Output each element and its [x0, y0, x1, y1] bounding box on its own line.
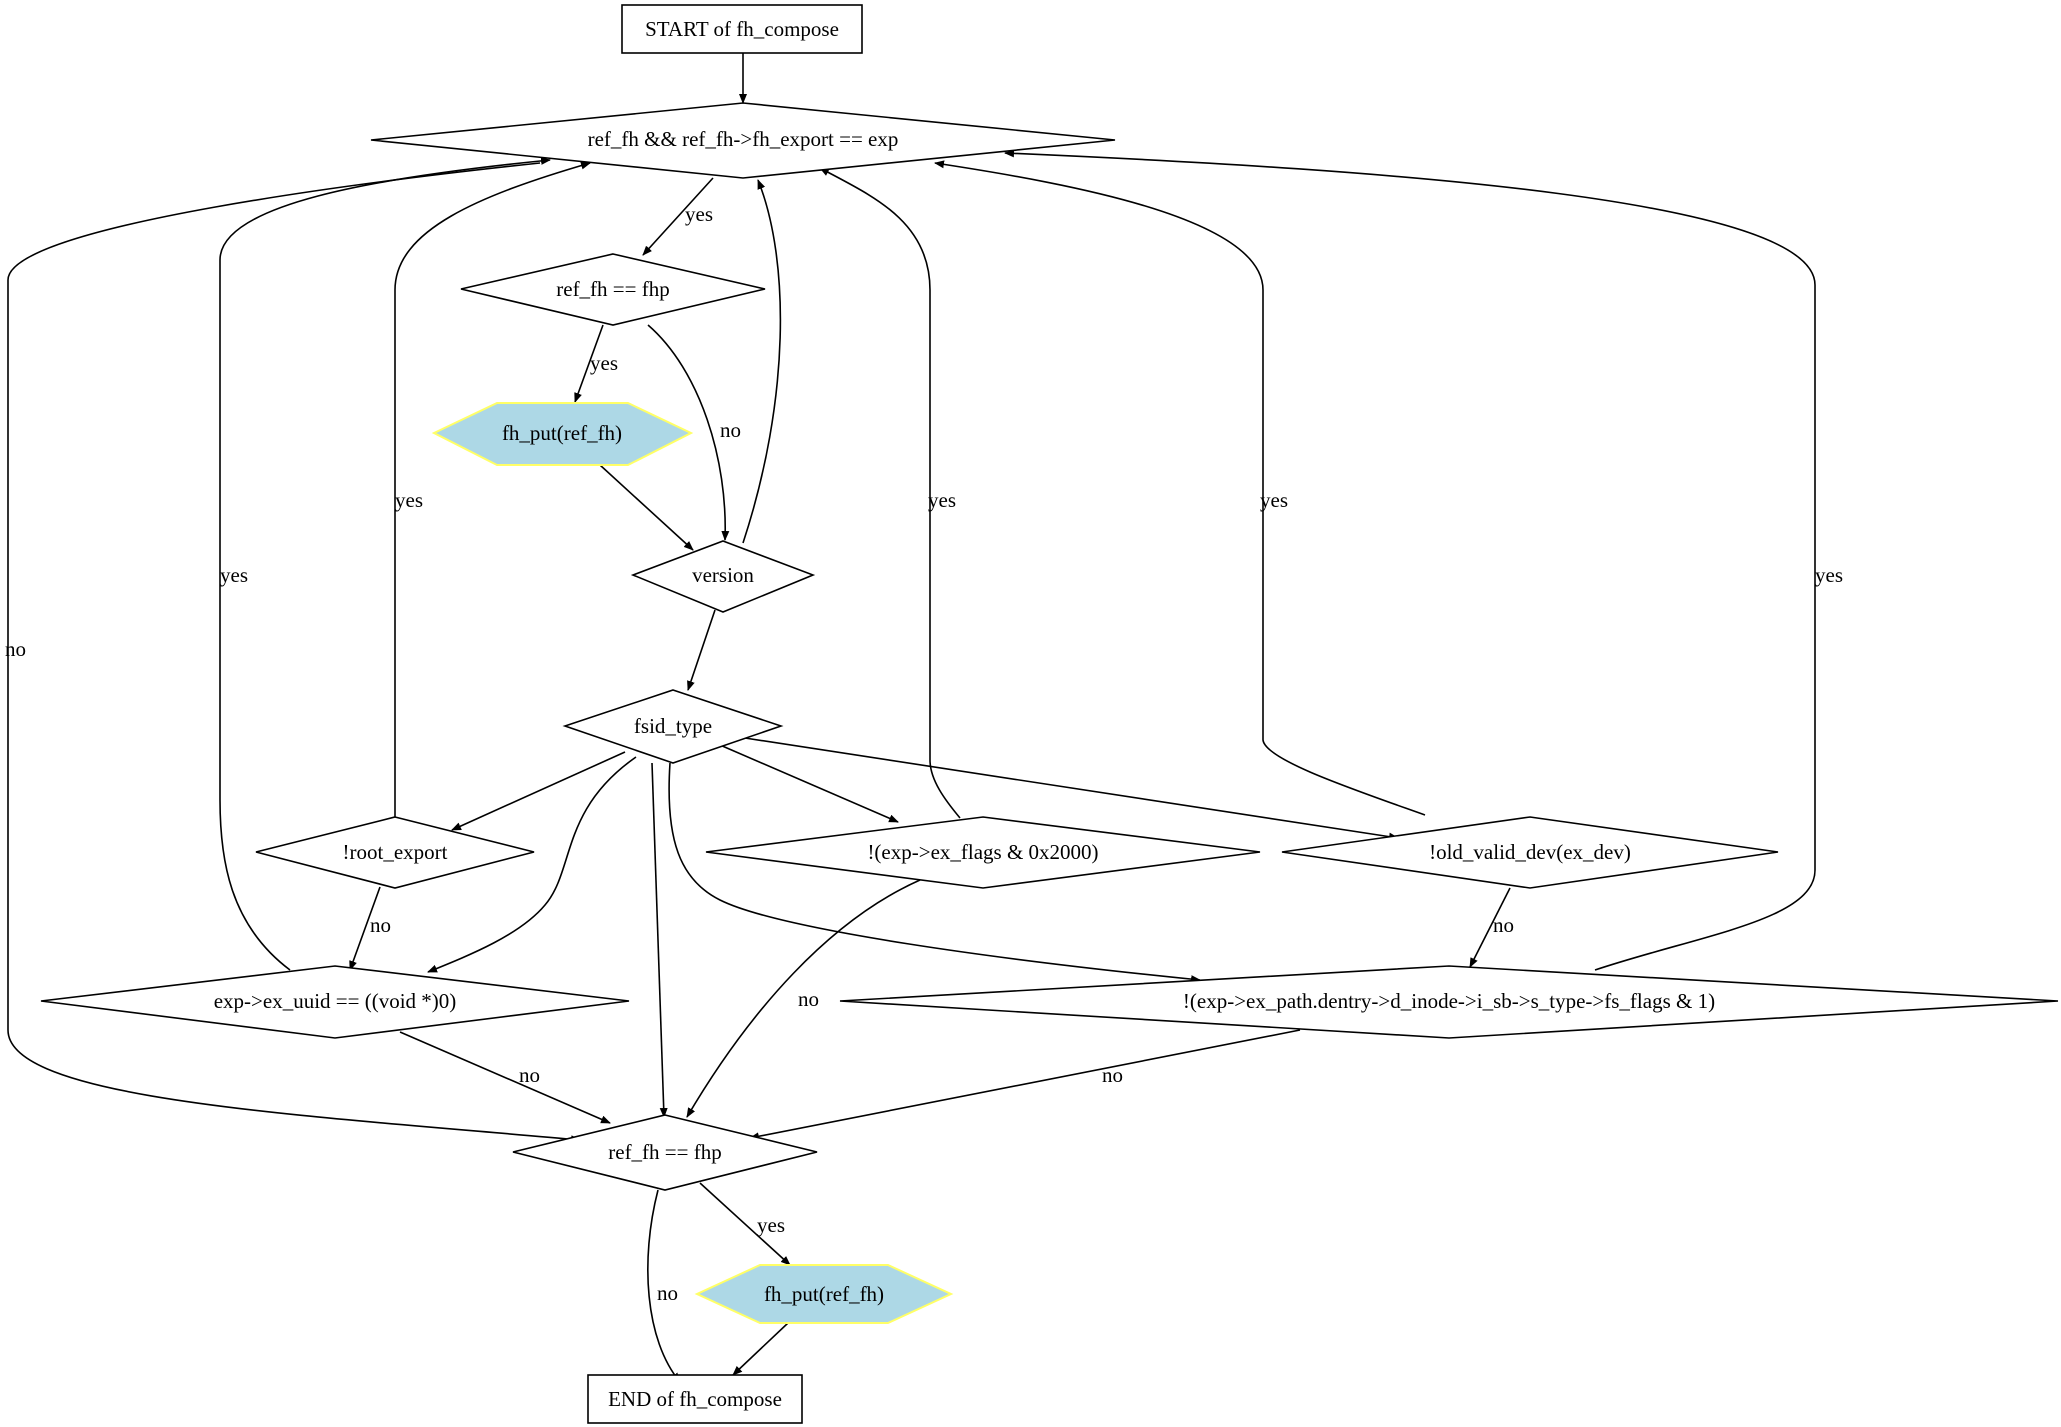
node-cond-fhp1: ref_fh == fhp — [460, 253, 766, 326]
node-put2: fh_put(ref_fh) — [694, 1264, 954, 1324]
edge-fsid-fs-flags — [668, 762, 1201, 984]
edge-old-valid-dev-no — [1469, 887, 1511, 968]
label-ex-uuid-yes: yes — [220, 563, 248, 587]
node-root-export-label: !root_export — [343, 840, 448, 864]
node-cond-export: ref_fh && ref_fh->fh_export == exp — [370, 102, 1116, 179]
edge-ex-uuid-no — [399, 1031, 611, 1124]
edge-fhp1-no — [647, 324, 730, 541]
edge-put2-end — [732, 1322, 789, 1376]
node-old-valid-dev-label: !old_valid_dev(ex_dev) — [1429, 840, 1631, 864]
label-export-yes: yes — [685, 202, 713, 226]
edge-root-export-yes — [394, 161, 591, 817]
edge-fsid-old-valid-dev — [744, 737, 1399, 841]
node-cond-export-label: ref_fh && ref_fh->fh_export == exp — [588, 127, 899, 151]
edge-root-export-no — [349, 886, 381, 971]
node-ex-uuid-label: exp->ex_uuid == ((void *)0) — [214, 989, 457, 1013]
node-version: version — [630, 540, 816, 613]
node-ex-uuid: exp->ex_uuid == ((void *)0) — [40, 965, 630, 1039]
label-old-valid-dev-yes: yes — [1260, 488, 1288, 512]
edge-version-export — [742, 179, 782, 544]
label-fs-flags-no: no — [1102, 1063, 1123, 1087]
edge-fhp2-no — [647, 1189, 681, 1383]
label-root-export-yes: yes — [395, 488, 423, 512]
node-fs-flags-label: !(exp->ex_path.dentry->d_inode->i_sb->s_… — [1183, 989, 1715, 1013]
node-version-label: version — [692, 563, 754, 587]
node-put1: fh_put(ref_fh) — [431, 402, 694, 466]
edge-fs-flags-yes — [1004, 149, 1816, 971]
node-end: END of fh_compose — [587, 1374, 803, 1424]
edge-fsid-root-export — [451, 751, 626, 831]
node-ex-flags-label: !(exp->ex_flags & 0x2000) — [867, 840, 1098, 864]
edge-old-valid-dev-yes — [934, 160, 1426, 816]
node-fsid-type-label: fsid_type — [634, 714, 712, 738]
label-export-no: no — [5, 637, 26, 661]
edge-export-yes — [642, 177, 714, 256]
edge-fsid-ex-flags — [719, 744, 899, 823]
node-ex-flags: !(exp->ex_flags & 0x2000) — [705, 816, 1261, 889]
edge-put1-version — [599, 464, 694, 551]
edge-ex-uuid-yes — [219, 156, 551, 971]
label-fhp2-no: no — [657, 1281, 678, 1305]
node-start-label: START of fh_compose — [645, 17, 839, 41]
node-end-label: END of fh_compose — [608, 1387, 782, 1411]
node-cond-fhp2: ref_fh == fhp — [512, 1114, 818, 1191]
label-ex-uuid-no: no — [519, 1063, 540, 1087]
label-fhp2-yes: yes — [757, 1213, 785, 1237]
label-fhp1-no: no — [720, 418, 741, 442]
node-put1-label: fh_put(ref_fh) — [502, 421, 622, 445]
node-fsid-type: fsid_type — [562, 689, 784, 764]
edge-fsid-ex-uuid — [427, 756, 637, 973]
edge-fs-flags-no — [749, 1029, 1301, 1141]
edge-labels: yes no yes no yes no yes no yes no yes n… — [5, 202, 1843, 1305]
label-fhp1-yes: yes — [590, 351, 618, 375]
label-old-valid-dev-no: no — [1493, 913, 1514, 937]
node-cond-fhp2-label: ref_fh == fhp — [608, 1140, 721, 1164]
label-root-export-no: no — [370, 913, 391, 937]
node-cond-fhp1-label: ref_fh == fhp — [556, 277, 669, 301]
label-ex-flags-yes: yes — [928, 488, 956, 512]
edge-fhp2-yes — [699, 1182, 791, 1266]
node-put2-label: fh_put(ref_fh) — [764, 1282, 884, 1306]
edge-version-fsid — [687, 609, 716, 691]
edge-export-no — [7, 162, 581, 1144]
edge-fhp1-yes — [574, 324, 604, 403]
edge-ex-flags-yes — [819, 167, 961, 819]
node-root-export: !root_export — [255, 816, 535, 889]
node-start: START of fh_compose — [621, 4, 863, 54]
node-fs-flags: !(exp->ex_path.dentry->d_inode->i_sb->s_… — [839, 965, 2059, 1039]
edge-ex-flags-no — [686, 879, 921, 1118]
node-old-valid-dev: !old_valid_dev(ex_dev) — [1281, 816, 1779, 889]
label-ex-flags-no: no — [798, 987, 819, 1011]
edges — [7, 53, 1816, 1383]
edge-fsid-fhp2 — [651, 762, 668, 1118]
nodes: START of fh_compose ref_fh && ref_fh->fh… — [40, 4, 2059, 1424]
label-fs-flags-yes: yes — [1815, 563, 1843, 587]
